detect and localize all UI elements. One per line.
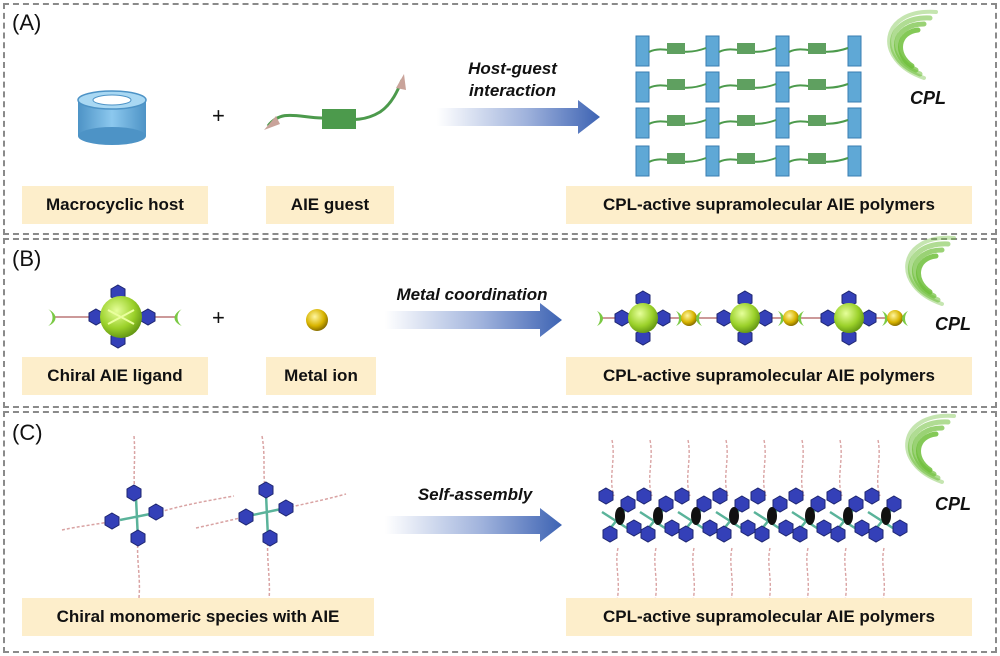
arrow-label-a-line-2: interaction <box>469 81 556 100</box>
product-label-c: CPL-active supramolecular AIE polymers <box>566 598 972 636</box>
cpl-label-c: CPL <box>935 494 971 514</box>
metal-ion-icon <box>306 309 328 331</box>
plus-sign-a: + <box>212 103 225 128</box>
metal-ion-label: Metal ion <box>266 357 376 395</box>
cpl-label-b: CPL <box>935 314 971 334</box>
panel-b <box>3 238 997 408</box>
macrocyclic-host-label: Macrocyclic host <box>22 186 208 224</box>
cpl-emission-icon-b <box>907 238 954 304</box>
panel-c <box>3 411 997 653</box>
panel-label-b: (B) <box>12 246 42 271</box>
chiral-aie-ligand-label: Chiral AIE ligand <box>22 357 208 395</box>
panel-a <box>3 3 997 235</box>
self-assembled-polymer-icon <box>598 440 907 604</box>
host-guest-polymer-icon <box>635 35 862 177</box>
arrow-label-a-line-1: Host-guest <box>468 59 557 78</box>
product-label-b: CPL-active supramolecular AIE polymers <box>566 357 972 395</box>
arrow-label-a: Host-guest interaction <box>430 58 595 102</box>
plus-sign-b: + <box>212 305 225 330</box>
arrow-label-c: Self-assembly <box>417 485 533 504</box>
cpl-emission-icon-c <box>907 416 954 482</box>
reaction-arrow-b <box>385 303 562 337</box>
chiral-monomer-icon-2 <box>195 435 347 609</box>
cpl-label-a: CPL <box>910 88 946 108</box>
panel-label-c: (C) <box>12 420 43 445</box>
chiral-monomer-label: Chiral monomeric species with AIE <box>22 598 374 636</box>
cpl-emission-icon-a <box>889 12 936 78</box>
arrow-label-b: Metal coordination <box>396 285 548 304</box>
macrocyclic-host-icon <box>77 90 147 145</box>
aie-guest-label: AIE guest <box>266 186 394 224</box>
chiral-aie-ligand-icon <box>48 284 182 349</box>
metal-coordination-polymer-icon <box>597 290 908 346</box>
product-label-a: CPL-active supramolecular AIE polymers <box>566 186 972 224</box>
aie-guest-icon <box>264 74 406 130</box>
panel-label-a: (A) <box>12 10 42 35</box>
reaction-arrow-a <box>437 100 600 134</box>
reaction-arrow-c <box>385 508 562 542</box>
chiral-monomer-icon-1 <box>61 435 235 607</box>
